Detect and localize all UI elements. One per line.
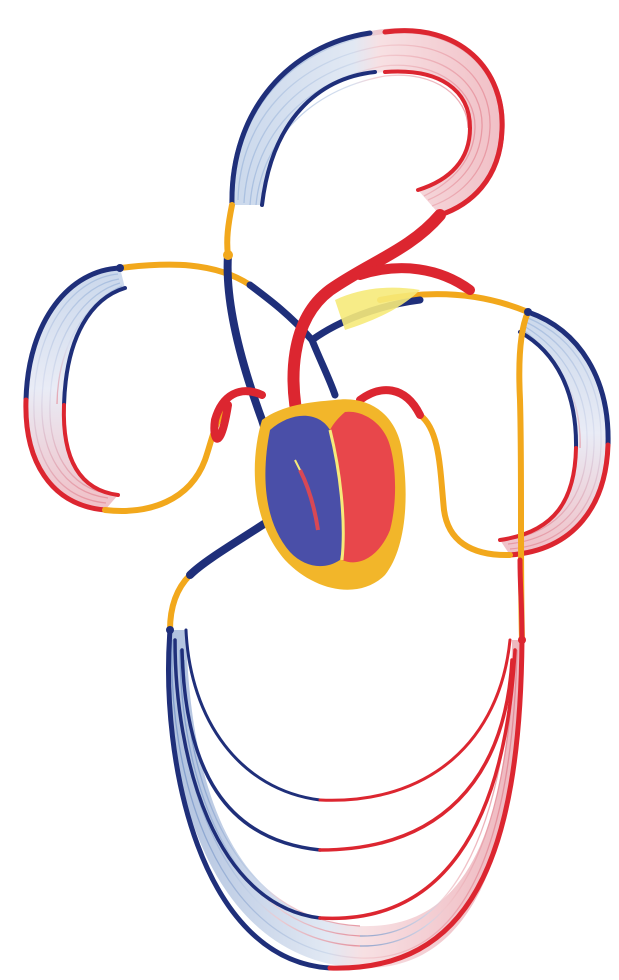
- lower-loop-top-red: [320, 640, 510, 800]
- right-arm-capillary-bed: [500, 312, 608, 555]
- left-arm-capillary-bed: [26, 268, 125, 510]
- heart: [255, 399, 406, 589]
- lower-body-capillary-beds: [169, 630, 522, 968]
- head-capillary-bed: [232, 31, 502, 215]
- lower-loop-inner-red: [320, 660, 512, 850]
